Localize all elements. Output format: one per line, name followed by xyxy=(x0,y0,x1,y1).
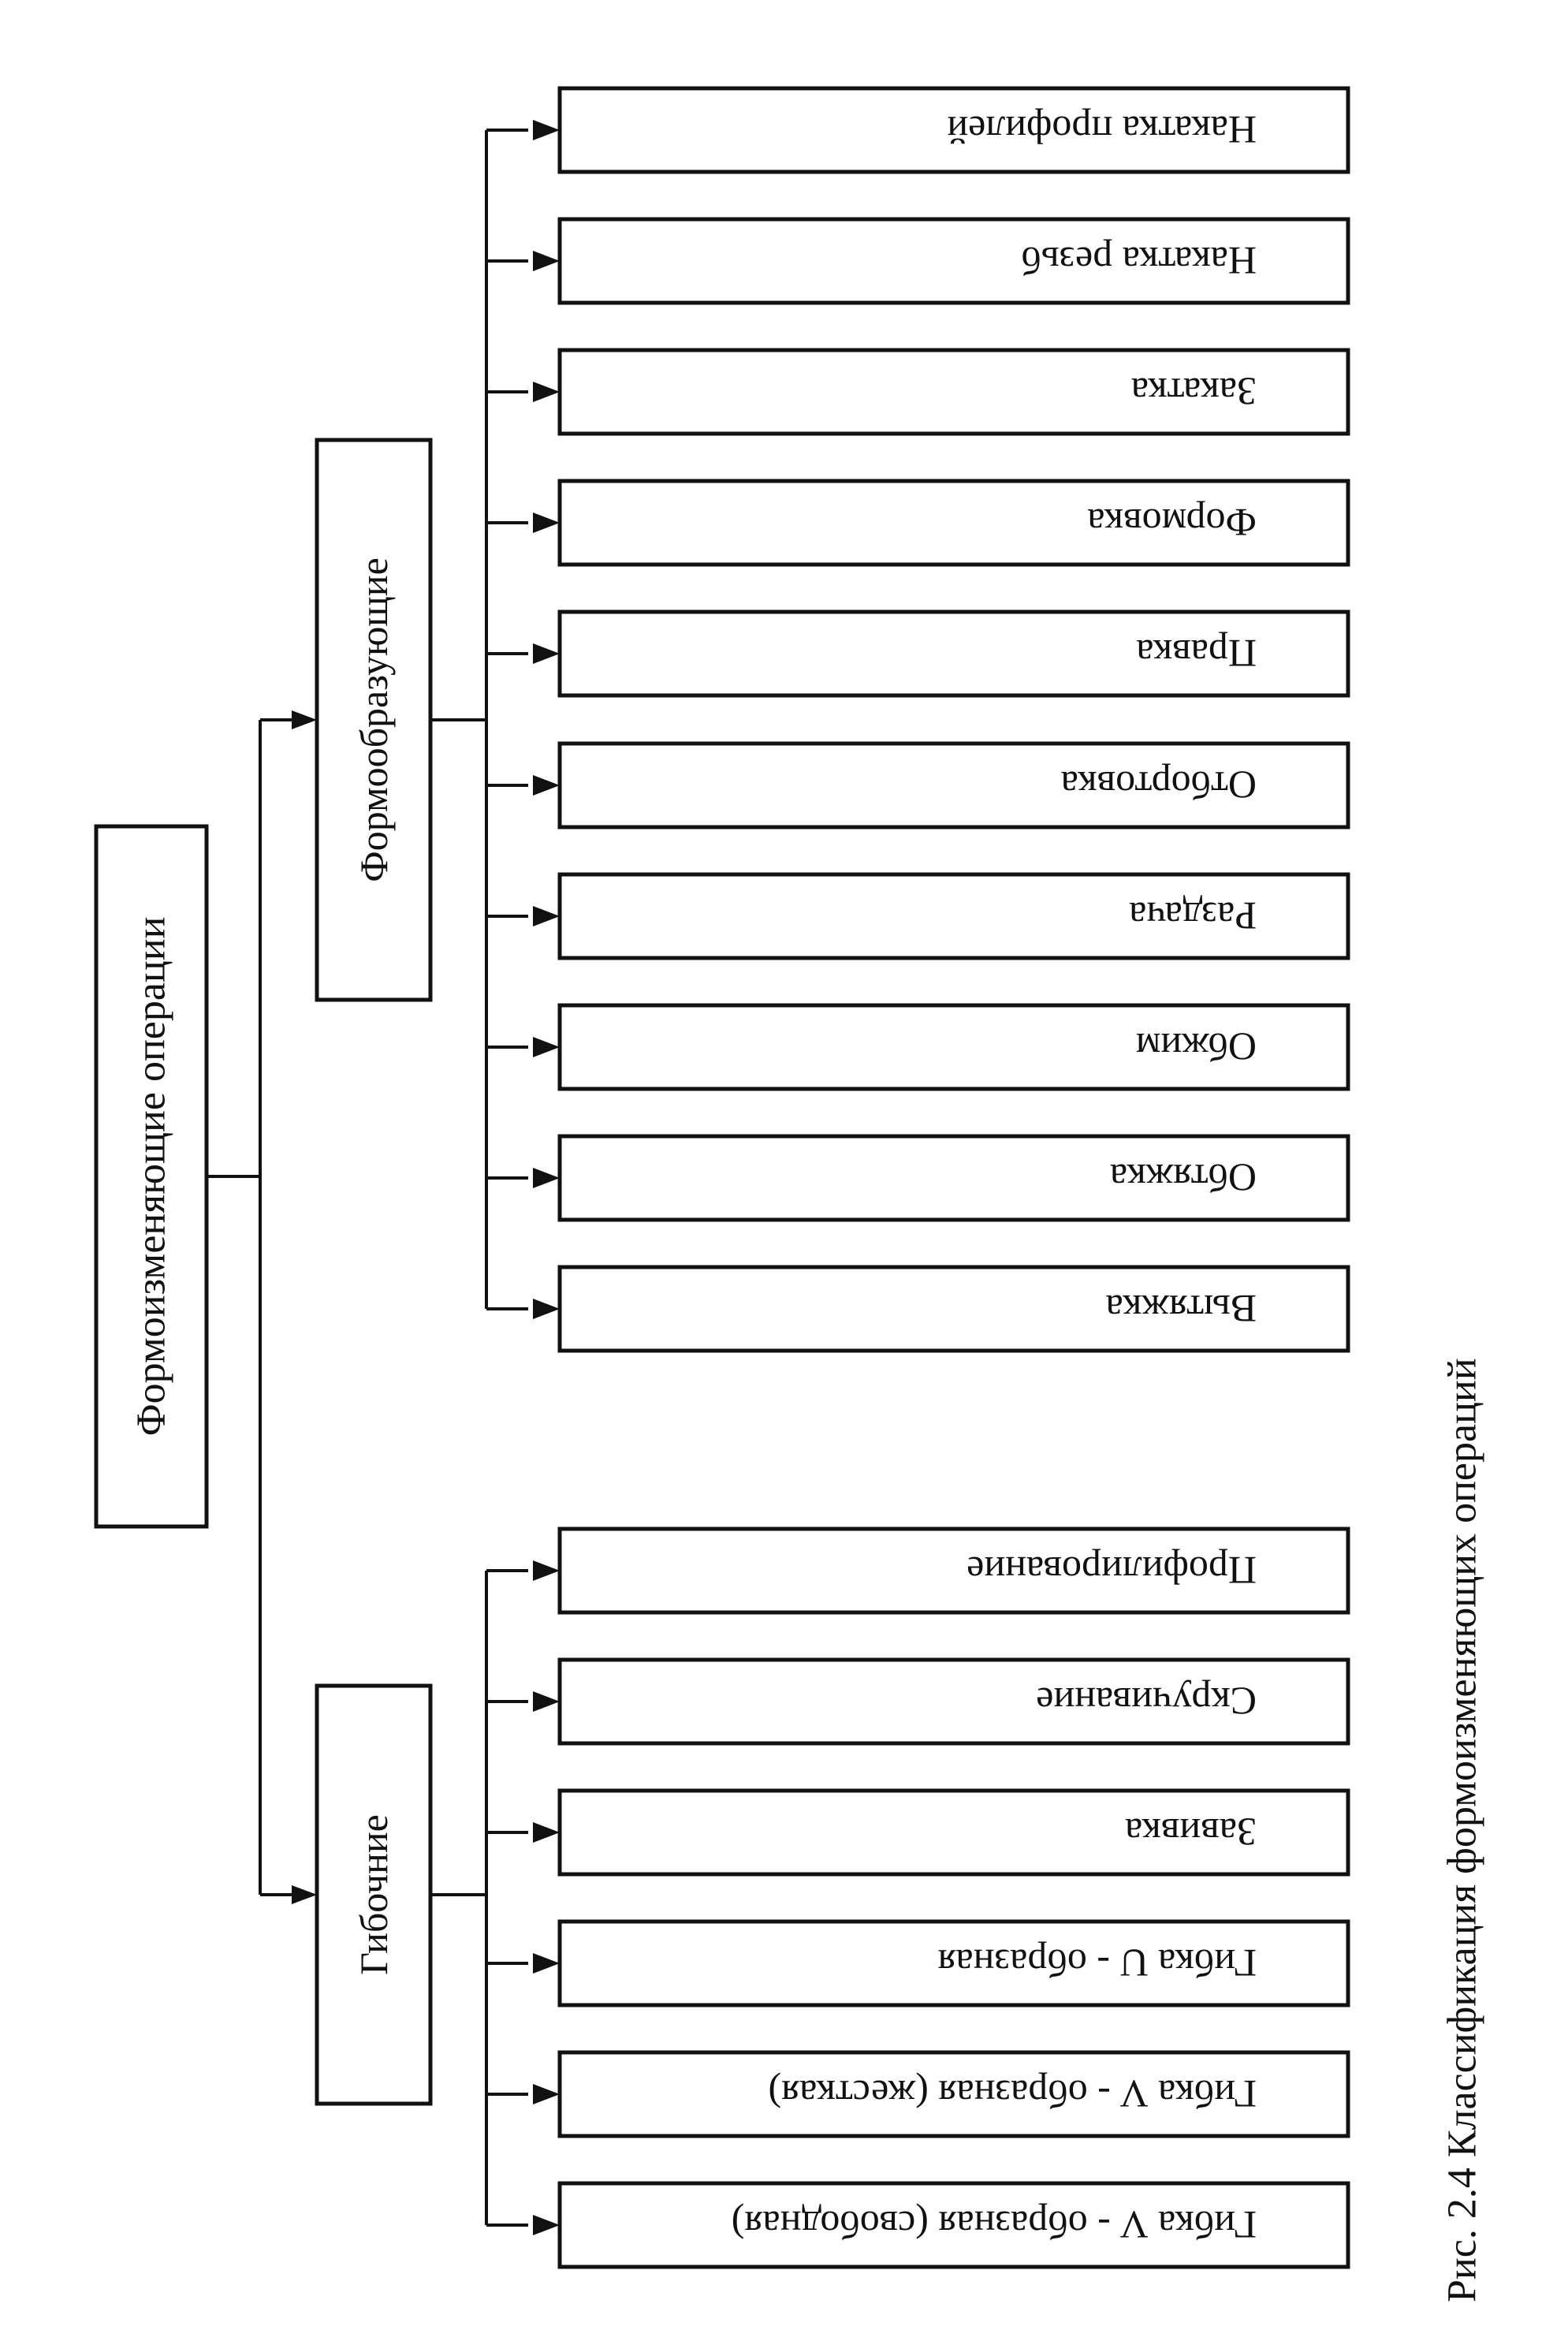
connectors xyxy=(207,129,528,2227)
group-label-bending: Гибочние xyxy=(352,1814,396,1975)
group-label-shaping: Формообразующие xyxy=(352,557,396,882)
leaf-node: Формовка xyxy=(557,479,1350,567)
leaf-label: Гибка V - образная (свободная) xyxy=(732,2203,1257,2247)
leaf-label: Профилирование xyxy=(966,1549,1257,1593)
leaf-node: Завивка xyxy=(557,1788,1350,1877)
leaf-label: Обжим xyxy=(1136,1025,1257,1069)
figure-caption: Рис. 2.4 Классификация формоизменяющих о… xyxy=(1440,1358,1485,2302)
leaf-node: Скручивание xyxy=(557,1657,1350,1746)
root-label: Формоизменяющие операции xyxy=(129,917,174,1437)
leaf-label: Вытяжка xyxy=(1106,1287,1257,1331)
leaf-label: Скручивание xyxy=(1036,1679,1257,1724)
leaf-node: Накатка профилей xyxy=(557,86,1350,174)
leaf-node: Накатка резьб xyxy=(557,217,1350,305)
leaf-label: Накатка резьб xyxy=(1021,239,1257,283)
leaf-label: Отбортовка xyxy=(1061,763,1257,807)
leaf-label: Закатка xyxy=(1131,370,1257,414)
leaf-node: Закатка xyxy=(557,348,1350,436)
group-node-bending: Гибочние xyxy=(315,1683,433,2106)
leaf-node: Гибка V - образная (свободная) xyxy=(557,2181,1350,2269)
leaf-node: Отбортовка xyxy=(557,741,1350,829)
leaf-label: Раздача xyxy=(1129,894,1257,938)
arrowheads xyxy=(292,120,560,2235)
leaf-node: Обжим xyxy=(557,1003,1350,1091)
leaf-node: Гибка V - образная (жесткая) xyxy=(557,2050,1350,2138)
leaf-label: Гибка U - образная xyxy=(937,1941,1257,1985)
leaf-label: Обтяжка xyxy=(1110,1156,1257,1200)
leaf-node: Профилирование xyxy=(557,1526,1350,1615)
leaf-label: Завивка xyxy=(1125,1810,1257,1855)
leaf-label: Гибка V - образная (жесткая) xyxy=(768,2072,1257,2116)
leaf-node: Вытяжка xyxy=(557,1265,1350,1353)
leaf-node: Правка xyxy=(557,609,1350,698)
group-node-shaping: Формообразующие xyxy=(315,438,433,1002)
leaf-node: Раздача xyxy=(557,872,1350,960)
root-node: Формоизменяющие операции xyxy=(94,824,209,1529)
leaf-label: Правка xyxy=(1136,632,1257,676)
leaf-label: Формовка xyxy=(1087,501,1257,545)
leaf-node: Гибка U - образная xyxy=(557,1919,1350,2007)
leaf-label: Накатка профилей xyxy=(947,108,1257,152)
leaf-node: Обтяжка xyxy=(557,1134,1350,1222)
